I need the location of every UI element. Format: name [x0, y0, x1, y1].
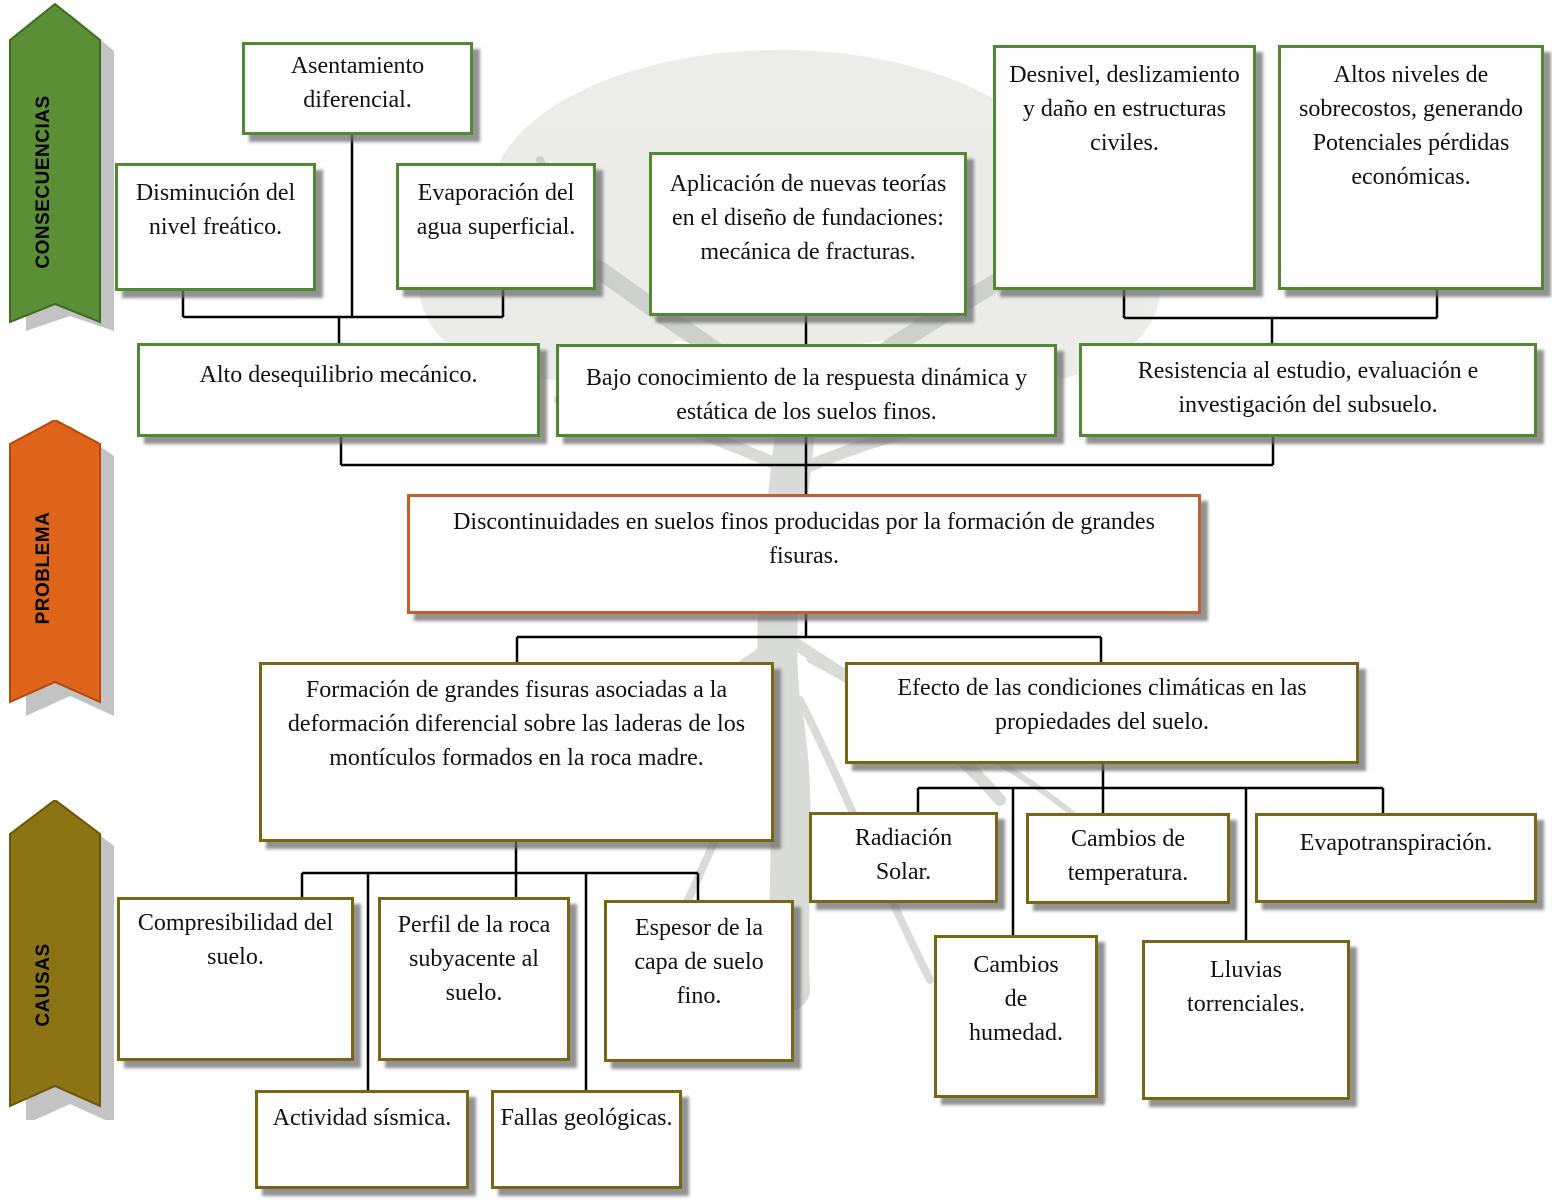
- consequence-aplicacion-box: Aplicación de nuevas teorías en el diseñ…: [649, 152, 967, 316]
- consequence-conocimiento-text: Bajo conocimiento de la respuesta dinámi…: [585, 365, 1028, 425]
- cause-espesor-text: Espesor de la capa de suelo fino.: [634, 915, 764, 1009]
- consequence-asentamiento-text: Asentamiento diferencial.: [290, 53, 425, 113]
- cause-compresibilidad-box: Compresibilidad del suelo.: [117, 897, 354, 1061]
- cause-lluvias-box: Lluvias torrenciales.: [1142, 940, 1350, 1100]
- cause-radiacion-text: Radiación Solar.: [854, 825, 953, 885]
- consecuencias-banner: [9, 2, 114, 331]
- consequence-sobrecostos-box: Altos niveles de sobrecostos, generando …: [1278, 45, 1544, 290]
- cause-actividad-box: Actividad sísmica.: [255, 1090, 469, 1189]
- cause-fallas-text: Fallas geológicas.: [500, 1105, 673, 1131]
- cause-climaticas-box: Efecto de las condiciones climáticas en …: [845, 662, 1359, 764]
- consequence-aplicacion-text: Aplicación de nuevas teorías en el diseñ…: [669, 171, 947, 265]
- consequence-desnivel-text: Desnivel, deslizamiento y daño en estruc…: [1009, 62, 1240, 156]
- cause-fallas-box: Fallas geológicas.: [491, 1090, 682, 1189]
- cause-actividad-text: Actividad sísmica.: [272, 1105, 452, 1131]
- problema-banner: [9, 420, 114, 716]
- problem-box: Discontinuidades en suelos finos produci…: [407, 494, 1201, 614]
- consequence-sobrecostos-text: Altos niveles de sobrecostos, generando …: [1299, 62, 1523, 190]
- consequence-conocimiento-box: Bajo conocimiento de la respuesta dinámi…: [556, 344, 1057, 437]
- problem-text: Discontinuidades en suelos finos produci…: [453, 509, 1155, 569]
- cause-espesor-box: Espesor de la capa de suelo fino.: [604, 900, 794, 1062]
- cause-evapotranspiracion-text: Evapotranspiración.: [1299, 830, 1493, 856]
- consequence-desnivel-box: Desnivel, deslizamiento y daño en estruc…: [993, 45, 1256, 290]
- cause-fisuras-box: Formación de grandes fisuras asociadas a…: [259, 662, 774, 842]
- consequence-desequilibrio-box: Alto desequilibrio mecánico.: [137, 343, 540, 437]
- consequence-asentamiento-box: Asentamiento diferencial.: [242, 42, 473, 135]
- cause-perfil-box: Perfil de la roca subyacente al suelo.: [378, 897, 570, 1061]
- cause-humedad-box: Cambios de humedad.: [934, 935, 1098, 1098]
- cause-perfil-text: Perfil de la roca subyacente al suelo.: [397, 912, 551, 1006]
- causas-banner: [9, 800, 114, 1120]
- consequence-desequilibrio-text: Alto desequilibrio mecánico.: [199, 362, 478, 388]
- cause-radiacion-box: Radiación Solar.: [809, 812, 998, 903]
- cause-fisuras-text: Formación de grandes fisuras asociadas a…: [287, 677, 746, 771]
- consequence-evaporacion-text: Evaporación del agua superficial.: [416, 180, 576, 240]
- consequence-evaporacion-box: Evaporación del agua superficial.: [396, 163, 596, 290]
- consequence-resistencia-box: Resistencia al estudio, evaluación e inv…: [1079, 343, 1537, 437]
- cause-temperatura-box: Cambios de temperatura.: [1026, 813, 1230, 904]
- consequence-disminucion-box: Disminución del nivel freático.: [115, 163, 316, 291]
- cause-evapotranspiracion-box: Evapotranspiración.: [1255, 813, 1537, 903]
- cause-temperatura-text: Cambios de temperatura.: [1067, 826, 1189, 886]
- consequence-disminucion-text: Disminución del nivel freático.: [135, 180, 296, 240]
- consequence-resistencia-text: Resistencia al estudio, evaluación e inv…: [1137, 358, 1479, 418]
- cause-compresibilidad-text: Compresibilidad del suelo.: [137, 910, 334, 970]
- cause-humedad-text: Cambios de humedad.: [969, 952, 1063, 1046]
- cause-lluvias-text: Lluvias torrenciales.: [1187, 957, 1305, 1017]
- cause-climaticas-text: Efecto de las condiciones climáticas en …: [897, 675, 1307, 735]
